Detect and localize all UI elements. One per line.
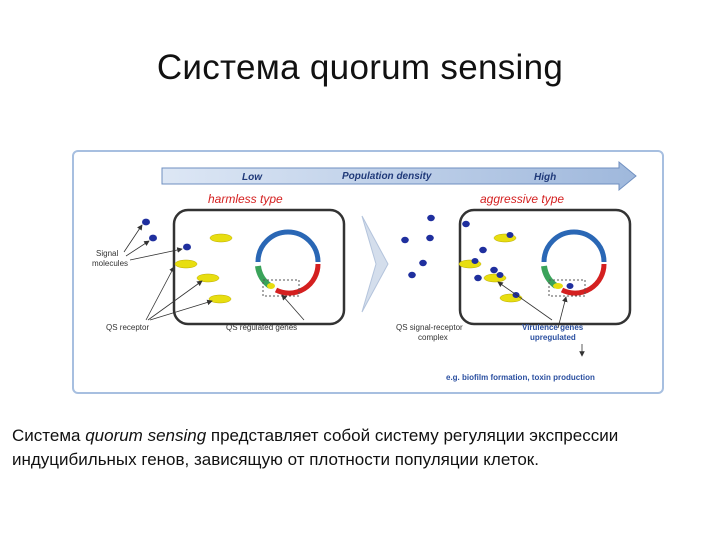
plasmid-high [541,229,607,297]
qs-receptor-label: QS receptor [106,323,149,332]
slide-title: Система quorum sensing [156,48,564,87]
high-label: High [534,172,556,183]
qs-receptors-low [174,233,233,304]
plasmid-low [255,229,321,297]
signal-molecules-low [142,218,191,251]
complex-label-2: complex [418,333,448,342]
diagram-canvas: Low Population density High harmless typ… [92,160,637,382]
signal-molecules-label-1: Signal [96,249,118,258]
signal-molecules-high [401,214,498,282]
caption: Система quorum sensing представляет собо… [12,424,712,472]
transition-chevron [361,215,389,313]
caption-term: quorum sensing [85,426,207,445]
signal-receptor-complexes [458,232,523,303]
population-density-label: Population density [342,171,432,182]
low-label: Low [242,172,263,183]
virulence-label-1: Virulence genes [522,323,584,332]
complex-label-1: QS signal-receptor [396,323,463,332]
quorum-sensing-diagram: Low Population density High harmless typ… [72,150,664,394]
population-density-arrow [161,160,637,192]
virulence-label-2: upregulated [530,333,576,342]
qs-regulated-genes-label: QS regulated genes [226,323,297,332]
aggressive-type-label: aggressive type [480,192,564,206]
example-label: e.g. biofilm formation, toxin production [446,373,595,382]
signal-molecules-label-2: molecules [92,259,128,268]
caption-part1: Система [12,426,86,445]
caption-part3: представляет собой систему регуляции экс… [206,426,619,445]
harmless-type-label: harmless type [208,192,283,206]
caption-line2: индуцибильных генов, зависящую от плотно… [12,450,539,469]
